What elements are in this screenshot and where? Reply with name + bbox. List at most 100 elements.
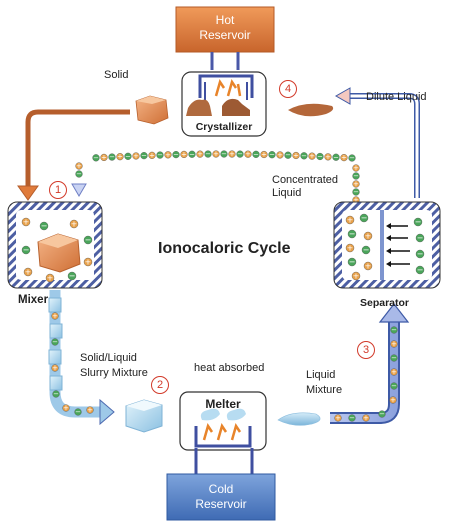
ice-chunk-icon	[48, 349, 62, 365]
svg-text:+: +	[347, 243, 354, 252]
cation-icon: +	[180, 150, 188, 158]
cold-label-line2: Reservoir	[195, 497, 247, 511]
svg-text:−: −	[173, 151, 179, 159]
solid-arrow-icon	[17, 185, 39, 201]
anion-icon: −	[74, 408, 82, 416]
anion-icon: −	[108, 153, 116, 161]
mixer-label: Mixer	[18, 294, 49, 306]
svg-text:−: −	[379, 410, 385, 418]
anion-icon: −	[390, 354, 398, 362]
concentrated-liquid-label: Concentrated Liquid	[272, 174, 338, 200]
svg-text:+: +	[293, 152, 299, 160]
cation-icon: +	[100, 153, 108, 161]
svg-text:+: +	[23, 217, 30, 226]
anion-icon: −	[390, 382, 398, 390]
anion-icon: −	[347, 229, 357, 238]
cation-icon: +	[340, 154, 348, 162]
liquid-mixture-arrow-icon	[378, 303, 410, 323]
svg-text:−: −	[69, 271, 76, 280]
cold-label-line1: Cold	[208, 482, 234, 496]
step-4-badge: 4	[279, 80, 297, 98]
svg-text:+: +	[63, 404, 69, 412]
solid-salt-block	[135, 95, 169, 125]
svg-text:−: −	[285, 151, 291, 159]
dilute-liquid-label: Dilute Liquid	[366, 91, 427, 103]
anion-icon: −	[252, 150, 260, 158]
anion-icon: −	[378, 410, 386, 418]
cation-icon: +	[334, 414, 342, 422]
cold-reservoir-label: Cold Reservoir	[167, 482, 275, 512]
anion-icon: −	[220, 150, 228, 158]
cation-icon: +	[75, 162, 83, 170]
cation-icon: +	[51, 312, 59, 320]
anion-icon: −	[188, 150, 196, 158]
svg-text:−: −	[205, 150, 211, 158]
cation-icon: +	[362, 414, 370, 422]
cation-icon: +	[390, 340, 398, 348]
svg-text:−: −	[349, 414, 355, 422]
cation-icon: +	[324, 153, 332, 161]
svg-text:−: −	[301, 152, 307, 160]
svg-text:+: +	[325, 153, 331, 161]
cation-icon: +	[212, 150, 220, 158]
svg-text:−: −	[333, 153, 339, 161]
svg-text:+: +	[213, 150, 219, 158]
slurry-mixture-label: Solid/Liquid Slurry Mixture	[80, 351, 148, 381]
anion-icon: −	[140, 152, 148, 160]
anion-icon: −	[390, 326, 398, 334]
svg-text:−: −	[93, 154, 99, 162]
ice-chunk-icon	[49, 375, 63, 391]
cation-icon: +	[228, 150, 236, 158]
cation-icon: +	[308, 152, 316, 160]
step-1-badge: 1	[49, 181, 67, 199]
svg-text:−: −	[349, 229, 356, 238]
svg-text:+: +	[365, 231, 372, 240]
cation-icon: +	[62, 404, 70, 412]
svg-text:−: −	[141, 152, 147, 160]
separator-unit	[333, 201, 441, 289]
heat-absorbed-label: heat absorbed	[194, 362, 265, 374]
cation-icon: +	[352, 164, 360, 172]
svg-text:−: −	[75, 408, 81, 416]
svg-text:+: +	[353, 164, 359, 172]
anion-icon: −	[316, 153, 324, 161]
svg-text:−: −	[317, 153, 323, 161]
hot-label-line1: Hot	[215, 13, 235, 27]
svg-text:+: +	[353, 196, 359, 204]
svg-text:−: −	[53, 390, 59, 398]
anion-icon: −	[415, 233, 425, 242]
melter-unit	[179, 391, 267, 451]
cation-icon: +	[23, 267, 33, 276]
svg-text:−: −	[41, 221, 48, 230]
melter-label: Melter	[205, 397, 241, 411]
anion-icon: −	[156, 151, 164, 159]
hot-reservoir	[175, 6, 275, 70]
concentrated-arrow-icon	[71, 183, 87, 197]
liquid-mixture-ions: +−+−+−+−+−	[334, 326, 398, 422]
cation-icon: +	[164, 151, 172, 159]
svg-text:−: −	[76, 170, 82, 178]
anion-icon: −	[415, 249, 425, 258]
svg-text:+: +	[391, 340, 397, 348]
anion-icon: −	[39, 221, 49, 230]
svg-text:+: +	[133, 152, 139, 160]
anion-icon: −	[172, 151, 180, 159]
slurry-ice-chunks	[48, 297, 63, 391]
svg-text:−: −	[85, 235, 92, 244]
anion-icon: −	[359, 213, 369, 222]
anion-icon: −	[51, 338, 59, 346]
cation-icon: +	[363, 231, 373, 240]
svg-text:−: −	[417, 265, 424, 274]
ice-cube	[125, 399, 163, 433]
svg-text:+: +	[165, 151, 171, 159]
svg-text:−: −	[391, 354, 397, 362]
cation-icon: +	[351, 271, 361, 280]
svg-text:−: −	[237, 150, 243, 158]
cation-icon: +	[352, 180, 360, 188]
anion-icon: −	[415, 265, 425, 274]
svg-text:+: +	[87, 406, 93, 414]
svg-text:+: +	[245, 150, 251, 158]
ice-chunk-icon	[48, 297, 62, 313]
svg-text:−: −	[391, 326, 397, 334]
svg-text:+: +	[25, 267, 32, 276]
